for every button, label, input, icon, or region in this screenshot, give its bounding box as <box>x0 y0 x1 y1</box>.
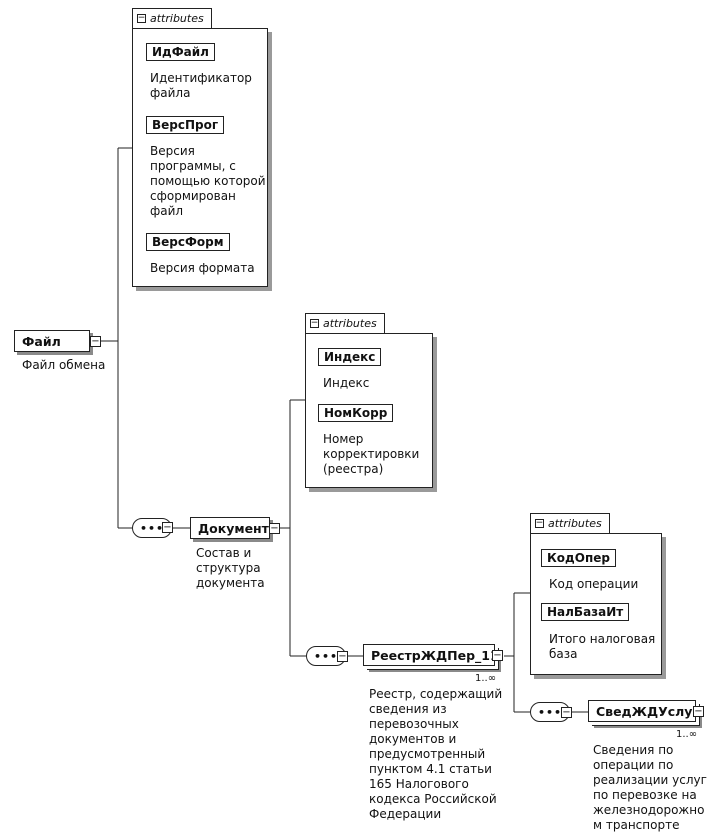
attribute-versform-description: Версия формата <box>150 261 255 275</box>
attribute-versprog-description: Версия программы, с помощью которой сфор… <box>150 144 266 218</box>
attribute-nomkorr[interactable]: НомКорр <box>318 404 394 422</box>
services-element[interactable]: СведЖДУслуг <box>588 700 699 722</box>
collapse-icon: − <box>137 13 146 23</box>
root-description: Файл обмена <box>22 358 106 372</box>
sequence-collapse-icon[interactable]: − <box>561 706 572 718</box>
attribute-versform[interactable]: ВерсФорм <box>146 233 230 251</box>
registry-element[interactable]: РеестрЖДПер_11 <box>363 644 499 666</box>
attribute-nalbazait[interactable]: НалБазаИт <box>541 603 630 621</box>
attribute-index-description: Индекс <box>323 376 370 390</box>
root-element-label: Файл <box>22 333 61 349</box>
attributes-label: attributes <box>323 317 377 330</box>
root-element[interactable]: Файл <box>14 330 90 352</box>
document-element-label: Документ <box>198 520 269 536</box>
collapse-icon: − <box>310 318 319 328</box>
root-attributes-tab[interactable]: − attributes <box>132 8 212 28</box>
attributes-label: attributes <box>548 517 602 530</box>
attribute-nalbazait-description: Итого налоговая база <box>549 632 656 661</box>
registry-description: Реестр, содержащий сведения из перевозоч… <box>369 687 503 821</box>
sequence-collapse-icon[interactable]: − <box>337 650 348 662</box>
services-element-label: СведЖДУслуг <box>596 703 699 719</box>
attribute-idfile-description: Идентификатор файла <box>150 71 252 100</box>
document-attributes-tab[interactable]: − attributes <box>305 313 385 333</box>
sequence-icon: ••• <box>530 702 570 722</box>
registry-element-label: РеестрЖДПер_11 <box>371 647 499 663</box>
attribute-versprog[interactable]: ВерсПрог <box>146 116 225 134</box>
registry-collapse-icon[interactable]: − <box>492 649 503 661</box>
collapse-icon: − <box>535 518 544 528</box>
document-description: Состав и структура документа <box>196 546 265 590</box>
sequence-collapse-icon[interactable]: − <box>162 521 173 533</box>
document-element[interactable]: Документ <box>190 517 270 539</box>
attribute-nomkorr-description: Номер корректировки (реестра) <box>323 432 420 476</box>
document-collapse-icon[interactable]: − <box>269 522 280 534</box>
attribute-kodoper-description: Код операции <box>549 577 639 591</box>
attribute-kodoper[interactable]: КодОпер <box>541 549 616 567</box>
registry-attributes-tab[interactable]: − attributes <box>530 513 610 533</box>
registry-cardinality: 1..∞ <box>475 673 497 684</box>
attribute-idfile[interactable]: ИдФайл <box>146 43 215 61</box>
services-description: Сведения по операции по реализации услуг… <box>593 743 707 832</box>
attribute-index[interactable]: Индекс <box>318 348 382 366</box>
root-collapse-icon[interactable]: − <box>90 335 101 347</box>
services-cardinality: 1..∞ <box>676 729 698 740</box>
services-collapse-icon[interactable]: − <box>693 705 704 717</box>
attributes-label: attributes <box>150 12 204 25</box>
